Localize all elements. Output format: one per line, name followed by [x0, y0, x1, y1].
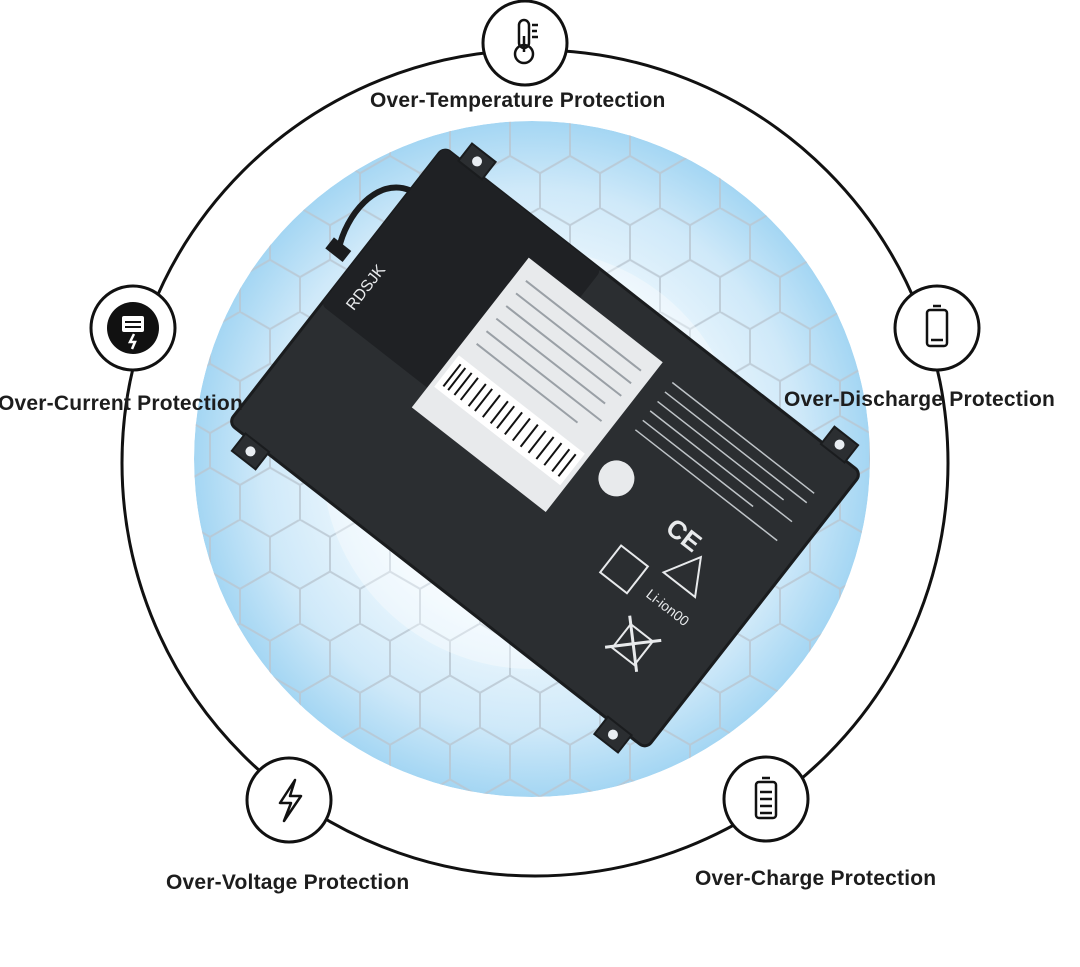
- current-meter-icon: [107, 302, 159, 354]
- charge-badge: [722, 755, 810, 843]
- discharge-badge: [893, 284, 981, 372]
- laptop-battery-image: CE Li-ion00 RDSJK: [230, 142, 860, 754]
- over-current-label: Over-Current Protection: [0, 392, 243, 415]
- over-voltage-label: Over-Voltage Protection: [166, 871, 410, 894]
- lightning-bolt-icon: [278, 778, 303, 823]
- empty-battery-icon: [925, 304, 949, 348]
- full-battery-icon: [754, 776, 778, 820]
- voltage-badge: [245, 756, 333, 844]
- temperature-badge: [481, 0, 569, 87]
- over-discharge-label: Over-Discharge Protection: [784, 388, 1056, 411]
- over-charge-label: Over-Charge Protection: [695, 867, 937, 890]
- current-badge: [89, 284, 177, 372]
- thermometer-icon: [513, 18, 538, 65]
- over-temperature-label: Over-Temperature Protection: [370, 89, 666, 112]
